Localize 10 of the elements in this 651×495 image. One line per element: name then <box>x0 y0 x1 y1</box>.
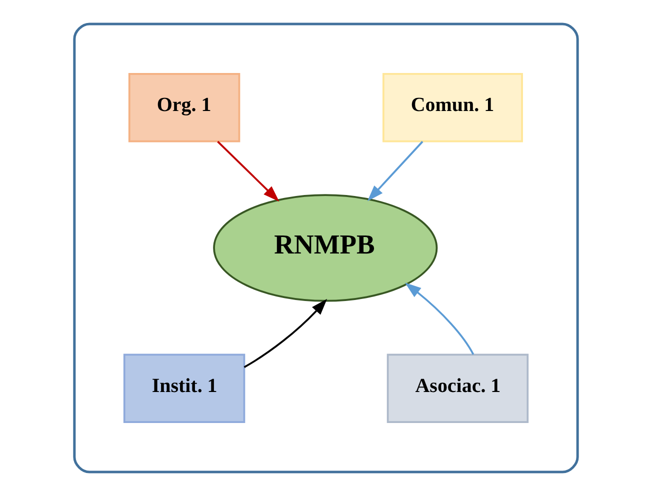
node-ellipse: RNMPB <box>212 194 438 302</box>
node-box: Org. 1 <box>128 72 240 142</box>
arrow <box>243 298 327 368</box>
arrow <box>404 282 474 354</box>
node-box: Asociac. 1 <box>386 353 528 423</box>
arrow <box>216 140 279 202</box>
node-box: Comun. 1 <box>382 72 522 142</box>
node-box: Instit. 1 <box>122 353 245 423</box>
cluster <box>72 22 578 473</box>
arrow <box>366 140 423 201</box>
